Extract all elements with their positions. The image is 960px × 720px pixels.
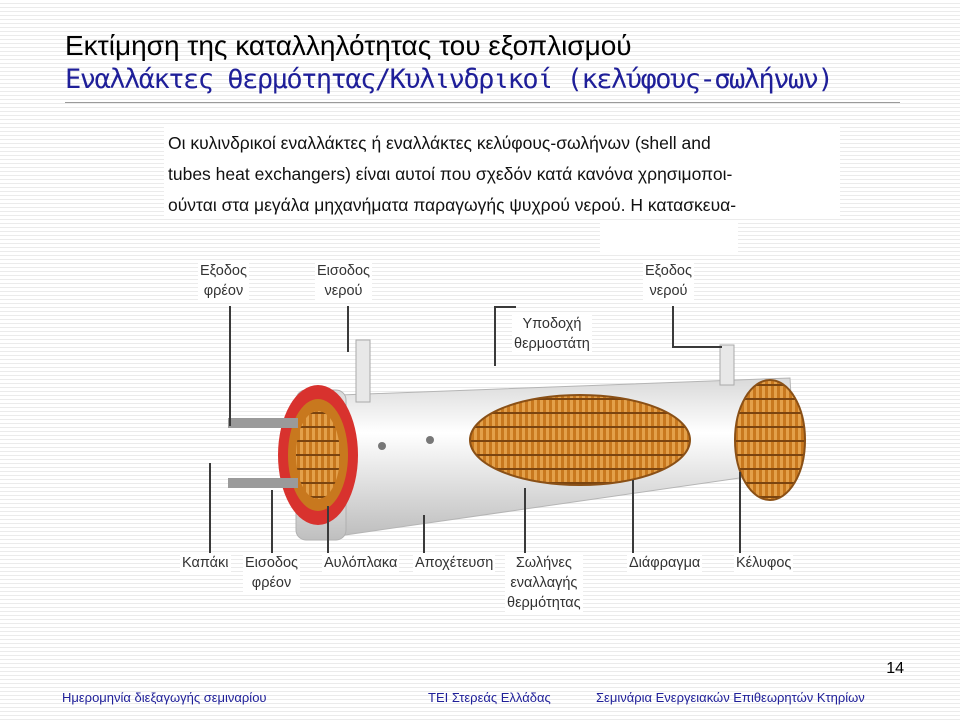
slide-number: 14 [886,660,904,677]
label-shell: Κέλυφος [734,553,794,573]
leader-line [739,472,741,555]
freon-nozzle [228,418,298,428]
slide-subtitle: Εναλλάκτες θερμότητας/Κυλινδρικοί (κελύφ… [65,64,834,95]
slide-title: Εκτίμηση της καταλληλότητας του εξοπλισμ… [65,30,632,61]
leader-line [327,506,329,555]
leader-line [271,490,273,555]
leader-line [423,515,425,555]
water-outlet-nozzle [719,344,735,386]
footer-seminar: Σεμινάρια Ενεργειακών Επιθεωρητών Κτηρίω… [596,690,865,705]
title-divider [65,102,900,103]
footer-institution: ΤΕΙ Στερεάς Ελλάδας [428,690,551,705]
leader-line [672,346,722,348]
bolt [378,442,386,450]
leader-line [524,488,526,555]
leader-line [494,306,496,366]
shell-end-cutaway [734,379,806,501]
leader-line [347,306,349,352]
tube-bundle-cutaway [469,394,691,486]
leader-line [494,306,516,308]
leader-line [672,306,674,348]
bolt [426,436,434,444]
leader-line [229,306,231,426]
figure-backdrop [600,222,738,252]
label-cover: Καπάκι [180,553,231,573]
intro-line: ούνται στα μεγάλα μηχανήματα παραγωγής ψ… [168,195,737,215]
footer-date: Ημερομηνία διεξαγωγής σεμιναρίου [62,690,267,705]
water-inlet-nozzle [355,339,371,403]
leader-line [632,480,634,555]
intro-text-box: Οι κυλινδρικοί εναλλάκτες ή εναλλάκτες κ… [164,126,840,218]
leader-line [209,463,211,555]
label-baffle: Διάφραγμα [627,553,703,573]
label-tube-sheet: Αυλόπλακα [322,553,400,573]
label-drain: Αποχέτευση [413,553,496,573]
intro-line: tubes heat exchangers) είναι αυτοί που σ… [168,164,733,184]
intro-line: Οι κυλινδρικοί εναλλάκτες ή εναλλάκτες κ… [168,133,711,153]
